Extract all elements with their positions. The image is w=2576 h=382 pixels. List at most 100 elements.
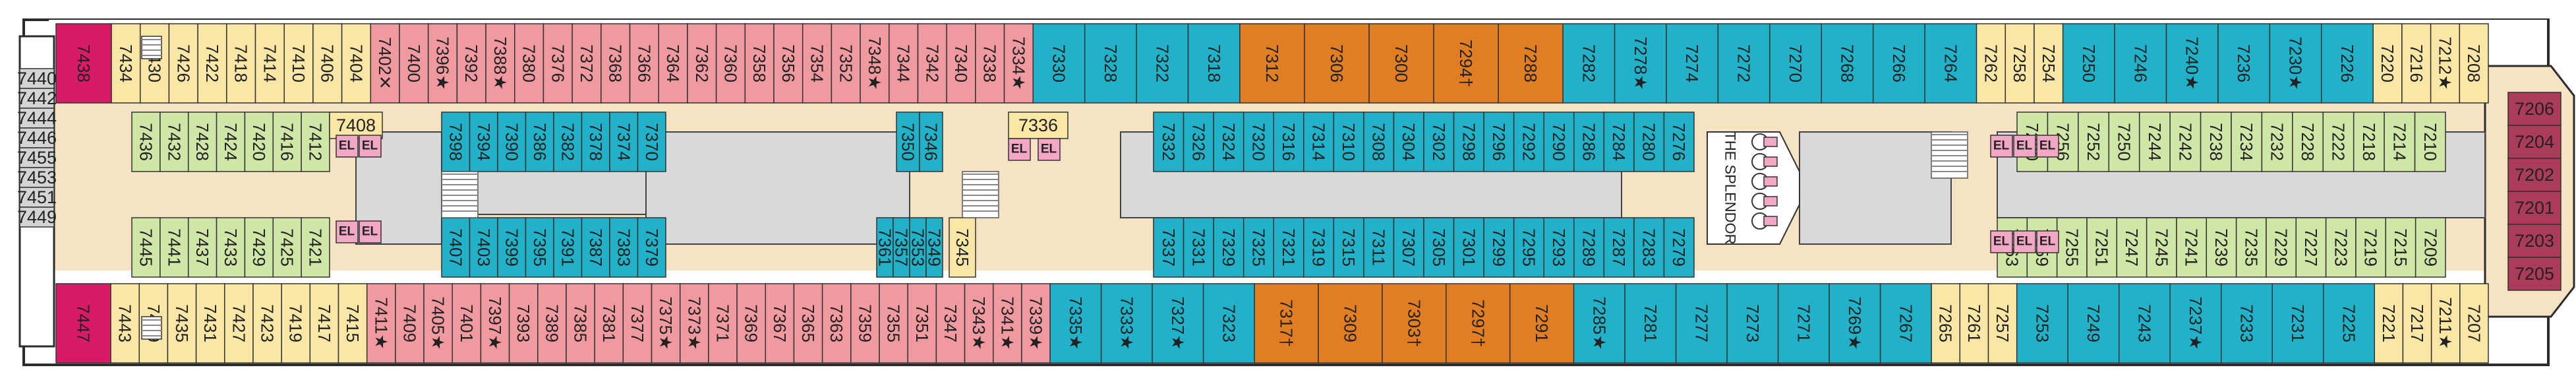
upper-fwdmid-cabin-7280 [1633,111,1665,172]
upper-cabin-label: 7408 [336,115,376,135]
bottom-cabin-7393 [508,283,539,364]
bulkhead-1 [645,131,910,245]
bottom-cabin-label: 7411★ [371,297,391,349]
upper-fwd-cabin-7242 [2169,111,2202,172]
top-cabin-7258 [2005,23,2035,104]
bottom-cabin-7273 [1726,283,1779,364]
lower-cabin-7345 [949,217,976,278]
bottom-cabin-label: 7397★ [485,296,505,350]
elevator-label: EL [362,139,378,153]
lower-mid-cabin-label: 7391 [558,228,577,267]
bottom-cabin-7253 [2016,283,2068,364]
top-cabin-7226 [2321,23,2374,104]
lower-aft-cabin-7421 [301,217,330,278]
lower-fwdmid-cabin-7301 [1453,217,1484,278]
bottom-cabin-label: 7351 [912,304,932,342]
elevator-5 [1038,138,1061,161]
lower-fwdmid-cabin-7337 [1153,217,1185,278]
bottom-cabin-7431 [195,283,225,364]
bottom-cabin-7225 [2323,283,2376,364]
upper-fwd-cabin-label: 7228 [2298,123,2318,161]
top-cabin-label: 7226 [2337,44,2357,82]
bottom-cabin-label: 7327★ [1168,296,1188,350]
elevator-label: EL [1011,143,1028,156]
upper-fwd-cabin-7214 [2384,111,2416,172]
top-cabin-label: 7418 [231,44,251,82]
top-cabin-7356 [773,23,804,104]
elevator-label: EL [1041,143,1057,156]
elevator-label: EL [2016,235,2033,249]
upper-fwd-cabin-7210 [2414,111,2446,172]
bottom-cabin-label: 7431 [200,304,220,342]
splendor-venue [1707,131,1800,245]
top-cabin-7330 [1032,23,1086,104]
upper-cabin-label: 7336 [1018,115,1058,135]
top-cabin-label: 7396★ [433,36,453,90]
bottom-cabin-7309 [1318,283,1383,364]
upper-fwdmid-cabin-label: 7290 [1549,123,1569,161]
top-cabin-7322 [1136,23,1189,104]
bottom-cabin-7443 [110,283,140,364]
stern-cabin-7449 [19,207,55,228]
lower-fwd-cabin-label: 7229 [2271,228,2291,267]
upper-mid-cabin-label: 7382 [558,123,577,161]
bottom-cabin-7327 [1152,283,1204,364]
lower-fwd-cabin-7235 [2235,217,2267,278]
top-cabin-label: 7268 [1838,44,1858,82]
bottom-cabin-7217 [2402,283,2432,364]
top-cabin-7422 [197,23,227,104]
lower-fwd-cabin-7219 [2355,217,2387,278]
lower-fwdmid-cabin-label: 7283 [1639,228,1659,267]
bottom-cabin-7447 [55,283,111,364]
top-cabin-7212 [2430,23,2461,104]
bow-cabin-label: 7204 [2515,132,2554,152]
elevator-4 [1008,138,1031,161]
upper-fwd-cabin-label: 7252 [2084,123,2103,161]
bottom-cabin-label: 7253 [2032,304,2052,342]
lower-mid-cabin-7379 [637,217,666,278]
bottom-cabin-label: 7417 [314,304,334,342]
top-cabin-7426 [168,23,198,104]
bottom-cabin-7411 [366,283,396,364]
bottom-cabin-7261 [1959,283,1989,364]
top-cabin-label: 7342 [922,44,942,82]
bottom-cabin-label: 7365 [798,304,818,342]
bottom-cabin-label: 7297† [1468,300,1488,347]
bottom-cabin-7231 [2271,283,2324,364]
upper-fwdmid-cabin-7314 [1303,111,1335,172]
upper-cabin-7408 [329,111,383,139]
lower-lift-cabin-label: 7357 [892,228,912,267]
lower-cabin-label: 7345 [952,228,972,267]
upper-aft-cabin-7436 [131,111,161,172]
upper-fwdmid-cabin-label: 7324 [1219,123,1239,161]
upper-mid-cabin-7390 [497,111,527,172]
top-cabin-label: 7402✕ [375,37,395,90]
top-cabin-7404 [341,23,372,104]
upper-aft-cabin-7412 [301,111,330,172]
upper-fwdmid-cabin-label: 7296 [1489,123,1509,161]
stern-cabin-label: 7442 [17,88,57,108]
upper-aft-cabin-label: 7412 [306,123,326,161]
lower-fwdmid-cabin-7299 [1483,217,1515,278]
top-cabin-7410 [283,23,314,104]
lower-aft-cabin-7433 [216,217,246,278]
lower-fwdmid-cabin-label: 7337 [1159,228,1179,267]
bottom-cabin-7257 [1987,283,2018,364]
upper-fwdmid-cabin-label: 7316 [1279,123,1299,161]
top-cabin-label: 7404 [346,44,366,82]
lower-aft-cabin-label: 7437 [192,228,212,267]
upper-fwd-cabin-7218 [2353,111,2385,172]
elevator-7 [2013,135,2036,158]
bulkhead-3 [1799,131,1952,245]
lower-mid-cabin-label: 7399 [502,228,521,267]
lower-fwdmid-cabin-label: 7279 [1669,228,1689,267]
lower-aft-cabin-label: 7441 [164,228,184,267]
top-cabin-label: 7212★ [2435,36,2455,90]
bottom-cabin-label: 7367 [770,304,790,342]
bottom-cabin-7367 [765,283,795,364]
top-cabin-label: 7364 [663,44,683,82]
top-cabin-7366 [629,23,659,104]
